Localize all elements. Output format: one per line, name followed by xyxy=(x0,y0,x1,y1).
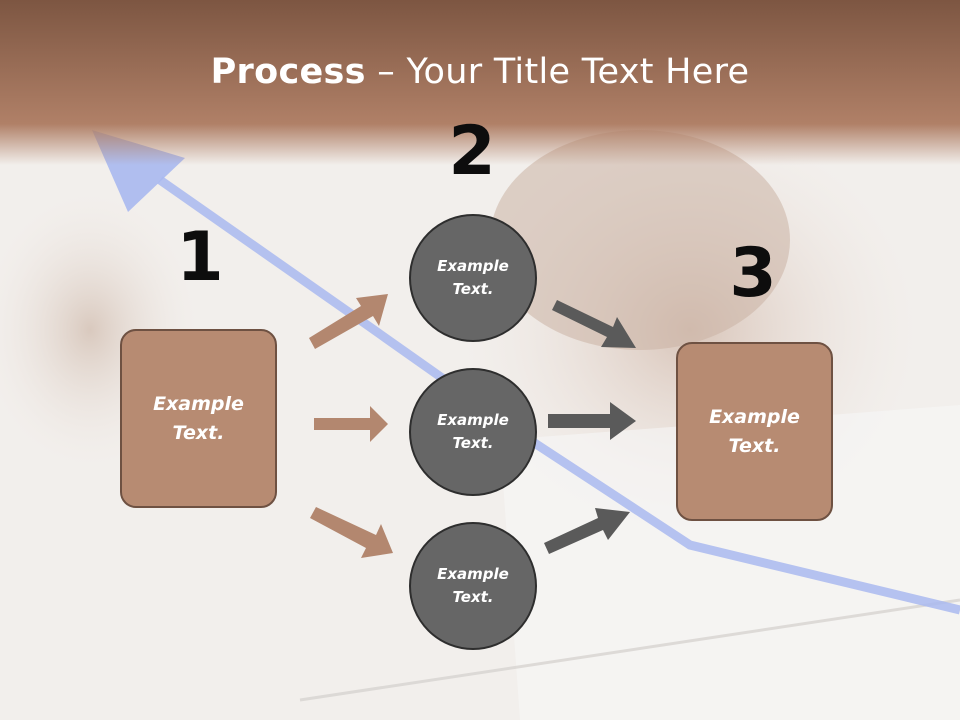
slide-title: Process – Your Title Text Here xyxy=(0,52,960,92)
left-step-box: Example Text. xyxy=(120,329,277,508)
step-number-2: 2 xyxy=(448,112,496,191)
arrow-left-down xyxy=(310,507,393,558)
middle-circle-center: Example Text. xyxy=(409,368,537,496)
step-number-1: 1 xyxy=(176,218,224,297)
circle-top-line2: Text. xyxy=(452,280,494,298)
circle-center-line1: Example xyxy=(437,411,509,429)
header-band xyxy=(0,0,960,165)
arrow-left-middle xyxy=(314,406,388,442)
arrow-right-top xyxy=(552,300,636,348)
circle-bottom-line2: Text. xyxy=(452,588,494,606)
title-bold: Process xyxy=(210,52,366,92)
circle-top-line1: Example xyxy=(437,257,509,275)
glass-panel xyxy=(500,405,960,720)
circle-bottom-line1: Example xyxy=(437,565,509,583)
left-box-line2: Text. xyxy=(172,421,225,444)
circle-center-line2: Text. xyxy=(452,434,494,452)
right-box-line1: Example xyxy=(709,405,800,428)
right-box-line2: Text. xyxy=(728,434,781,457)
arrow-left-up xyxy=(309,294,388,349)
right-step-box: Example Text. xyxy=(676,342,833,521)
hair-blur xyxy=(490,130,790,350)
arrow-right-middle xyxy=(548,402,636,440)
step-number-3: 3 xyxy=(729,234,777,313)
title-rest: – Your Title Text Here xyxy=(365,52,750,92)
middle-circle-bottom: Example Text. xyxy=(409,522,537,650)
table-edge xyxy=(299,598,960,702)
left-box-line1: Example xyxy=(153,392,244,415)
middle-circle-top: Example Text. xyxy=(409,214,537,342)
arrow-right-bottom xyxy=(544,508,630,554)
